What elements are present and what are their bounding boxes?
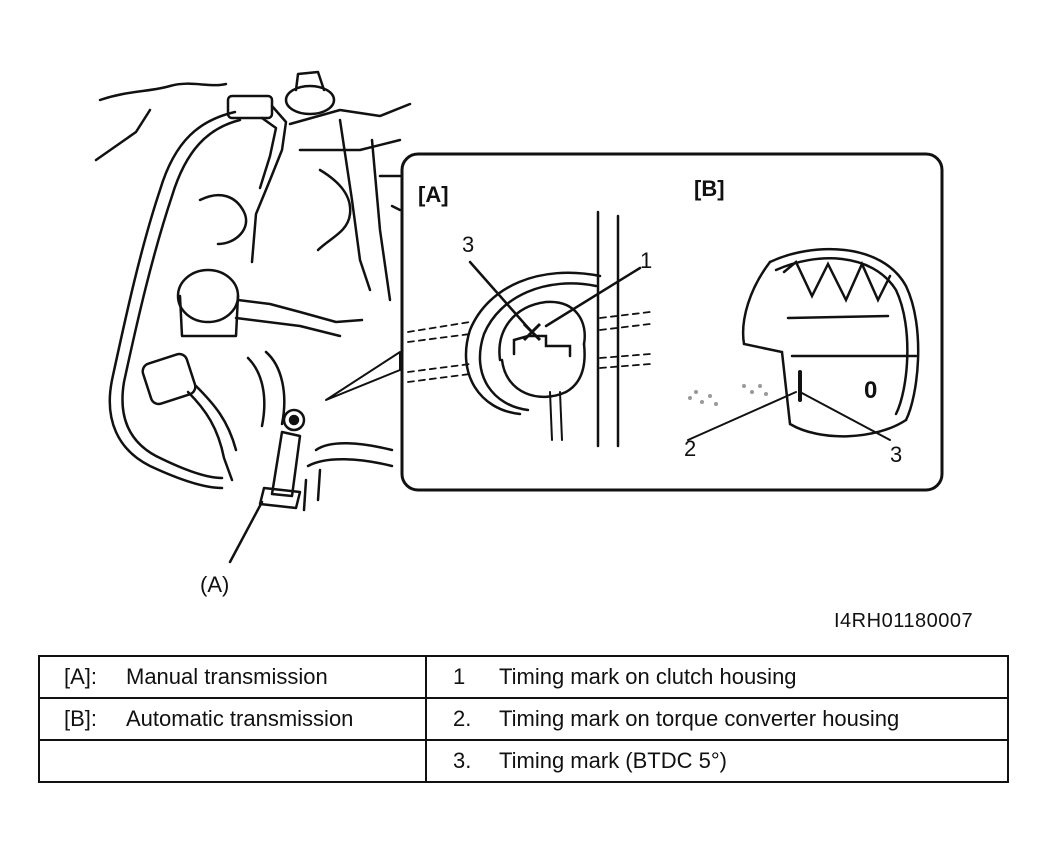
legend-cell-right: 3. Timing mark (BTDC 5°) <box>425 739 1009 783</box>
callout-a-label: (A) <box>200 572 229 597</box>
legend-row: [A]: Manual transmission 1 Timing mark on … <box>38 655 1009 699</box>
panel-a-timing-window <box>407 210 651 448</box>
legend-desc: Timing mark (BTDC 5°) <box>499 748 727 773</box>
panel-a-title: [A] <box>418 182 449 207</box>
panel-a-mark-x <box>522 322 542 342</box>
panel-b-faded-marks <box>688 384 768 406</box>
engine-timing-illustration: (A) [A] [B] 3 1 0 2 3 <box>94 70 944 597</box>
legend-num: 1 <box>453 664 466 689</box>
legend-cell-right: 2. Timing mark on torque converter housin… <box>425 697 1009 741</box>
inset-frame <box>400 152 944 492</box>
legend-num: 2. <box>453 706 472 731</box>
legend-text: Automatic transmission <box>126 706 354 731</box>
legend-desc: Timing mark on torque converter housing <box>499 706 900 731</box>
legend-row: [B]: Automatic transmission 2. Timing mark… <box>38 697 1009 741</box>
legend-row: 3. Timing mark (BTDC 5°) <box>38 739 1009 783</box>
panel-b-timing-window <box>687 247 920 441</box>
legend-key: [B]: <box>64 706 98 731</box>
panel-a-callout-3: 3 <box>462 232 474 257</box>
figure-id: I4RH01180007 <box>834 610 974 632</box>
legend-desc: Timing mark on clutch housing <box>499 664 797 689</box>
panel-b-callout-2: 2 <box>684 436 696 461</box>
panel-b-title: [B] <box>694 176 725 201</box>
legend-num: 3. <box>453 748 472 773</box>
legend-cell-left: [B]: Automatic transmission <box>38 697 427 741</box>
engine-bay-drawing <box>94 70 412 564</box>
legend-cell-left <box>38 739 427 783</box>
panel-a-callout-1: 1 <box>640 248 652 273</box>
legend-text: Manual transmission <box>126 664 328 689</box>
legend-cell-left: [A]: Manual transmission <box>38 655 427 699</box>
panel-b-scale-zero: 0 <box>864 377 877 404</box>
legend-cell-right: 1 Timing mark on clutch housing <box>425 655 1009 699</box>
panel-b-callout-3: 3 <box>890 442 902 467</box>
legend-key: [A]: <box>64 664 98 689</box>
